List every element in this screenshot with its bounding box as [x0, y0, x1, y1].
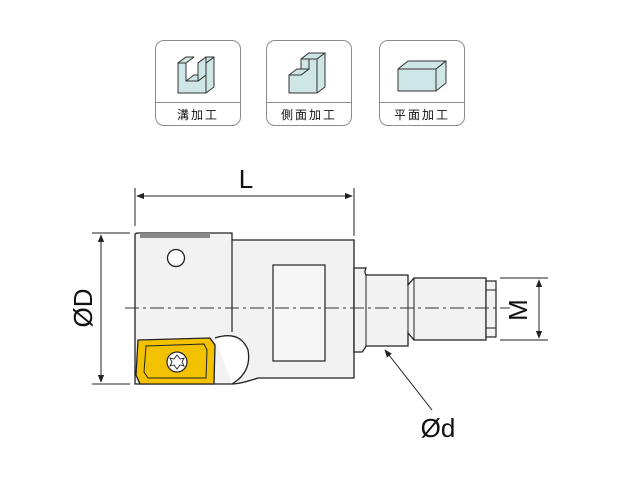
app-label-side: 側面加工 [267, 102, 351, 125]
coolant-hole [166, 248, 186, 268]
chip-pocket [214, 335, 250, 385]
app-card-face: 平面加工 [379, 40, 465, 126]
dim-shank-leader [384, 349, 433, 411]
cutting-insert [135, 337, 216, 385]
side-milling-icon [288, 52, 326, 94]
dim-cutting-diameter [92, 232, 130, 385]
app-label-face: 平面加工 [380, 102, 464, 125]
dim-label-shank-diameter: Ød [421, 413, 456, 443]
shank-neck [353, 267, 487, 353]
insert-screw [166, 351, 188, 373]
dim-thread [500, 277, 548, 341]
app-card-slot: 溝加工 [155, 40, 241, 126]
dim-label-cutting-diameter: ØD [68, 289, 98, 328]
torx-icon [169, 354, 185, 370]
head-top-edge [140, 233, 210, 238]
dim-label-thread: M [503, 299, 533, 321]
neck-grooves [365, 275, 415, 346]
face-milling-icon [397, 60, 447, 92]
dim-label-length: L [239, 164, 253, 194]
app-label-slot: 溝加工 [156, 102, 240, 125]
app-card-side: 側面加工 [266, 40, 352, 126]
dim-length [134, 188, 355, 236]
shank-flat [272, 264, 326, 362]
threaded-end [485, 280, 497, 338]
slot-milling-icon [177, 56, 215, 94]
